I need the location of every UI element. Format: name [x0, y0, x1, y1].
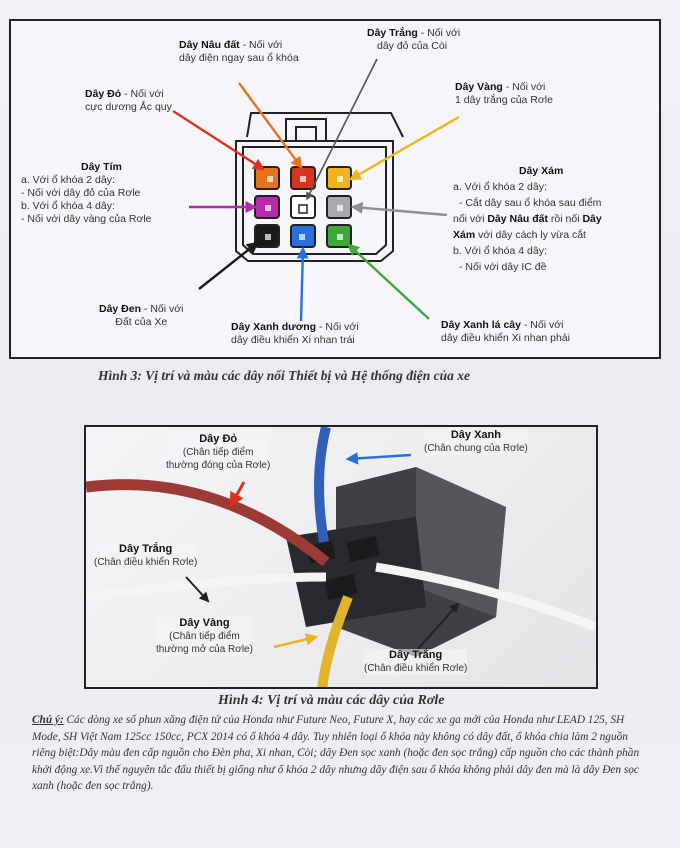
- arrow-white-right-relay: [417, 602, 460, 650]
- figure-3-caption: Hình 3: Vị trí và màu các dây nối Thiết …: [98, 368, 471, 383]
- label-xam: Dây Xám a. Với ổ khóa 2 dây: - Cắt dây s…: [453, 165, 602, 273]
- wire-white-right: [375, 562, 596, 632]
- note-title: Chú ý:: [32, 714, 64, 726]
- label-do: Dây Đỏ - Nối với cực dương Ắc quy: [85, 88, 172, 113]
- label-relay-trang-right: Dây Trắng (Chân điều khiển Rơle): [364, 649, 468, 675]
- label-vang: Dây Vàng - Nối với 1 dây trắng của Rơle: [455, 81, 553, 106]
- connector-drawing: [172, 58, 460, 322]
- label-tim: Dây Tím a. Với ổ khóa 2 dây: - Nối với d…: [21, 161, 152, 225]
- arrow-red-relay: [229, 481, 246, 508]
- pin-white: [290, 195, 316, 219]
- label-den: Dây Đen - Nối với Đất của Xe: [99, 303, 184, 328]
- arrow-orange: [238, 82, 303, 169]
- connector-inner-outline: [242, 146, 387, 255]
- relay-drawing: [86, 427, 596, 687]
- connector-outline: [235, 140, 394, 262]
- arrow-red: [172, 109, 266, 171]
- wire-white-left: [86, 572, 327, 602]
- label-xanh-la: Dây Xanh lá cây - Nối với dây điều khiển…: [441, 319, 571, 344]
- label-relay-do: Dây Đỏ (Chân tiếp điểm thường đóng của R…: [166, 433, 271, 472]
- note-body: Các dòng xe số phun xăng điện tử của Hon…: [32, 714, 640, 792]
- label-relay-xanh: Dây Xanh (Chân chung của Rơle): [424, 429, 528, 455]
- wire-blue: [314, 427, 331, 543]
- arrow-green: [347, 243, 430, 320]
- wire-red: [86, 479, 330, 567]
- figure-4-relay-photo: Dây Đỏ (Chân tiếp điểm thường đóng của R…: [84, 425, 598, 689]
- arrow-white-left-relay: [185, 576, 210, 603]
- connector-latch: [285, 118, 327, 142]
- figure-4-caption: Hình 4: Vị trí và màu các dây của Rơle: [218, 693, 445, 708]
- arrow-blue: [296, 246, 309, 322]
- label-xanh-duong: Dây Xanh dương - Nối với dây điều khiển …: [231, 321, 359, 346]
- wire-yellow: [317, 595, 353, 687]
- arrow-black: [198, 241, 259, 290]
- connector-top-rim: [246, 112, 404, 138]
- label-nau-dat: Dây Nâu đất - Nối với dây điện ngay sau …: [179, 39, 299, 64]
- figure-3-connector-diagram: Dây Nâu đất - Nối với dây điện ngay sau …: [9, 19, 661, 359]
- arrow-white: [306, 58, 378, 201]
- arrow-yellow: [348, 115, 460, 181]
- arrow-blue-relay: [345, 452, 412, 465]
- arrow-gray: [350, 201, 448, 217]
- connector-latch-inner: [295, 126, 317, 141]
- arrow-yellow-relay: [273, 633, 319, 649]
- label-relay-vang: Dây Vàng (Chân tiếp điểm thường mở của R…: [156, 617, 253, 656]
- label-trang: Dây Trắng - Nối với dây đỏ của Còi: [367, 27, 461, 52]
- note-paragraph: Chú ý: Các dòng xe số phun xăng điện tử …: [32, 712, 644, 795]
- connector-pins: [254, 166, 352, 248]
- label-relay-trang-left: Dây Trắng (Chân điều khiển Rơle): [94, 543, 198, 569]
